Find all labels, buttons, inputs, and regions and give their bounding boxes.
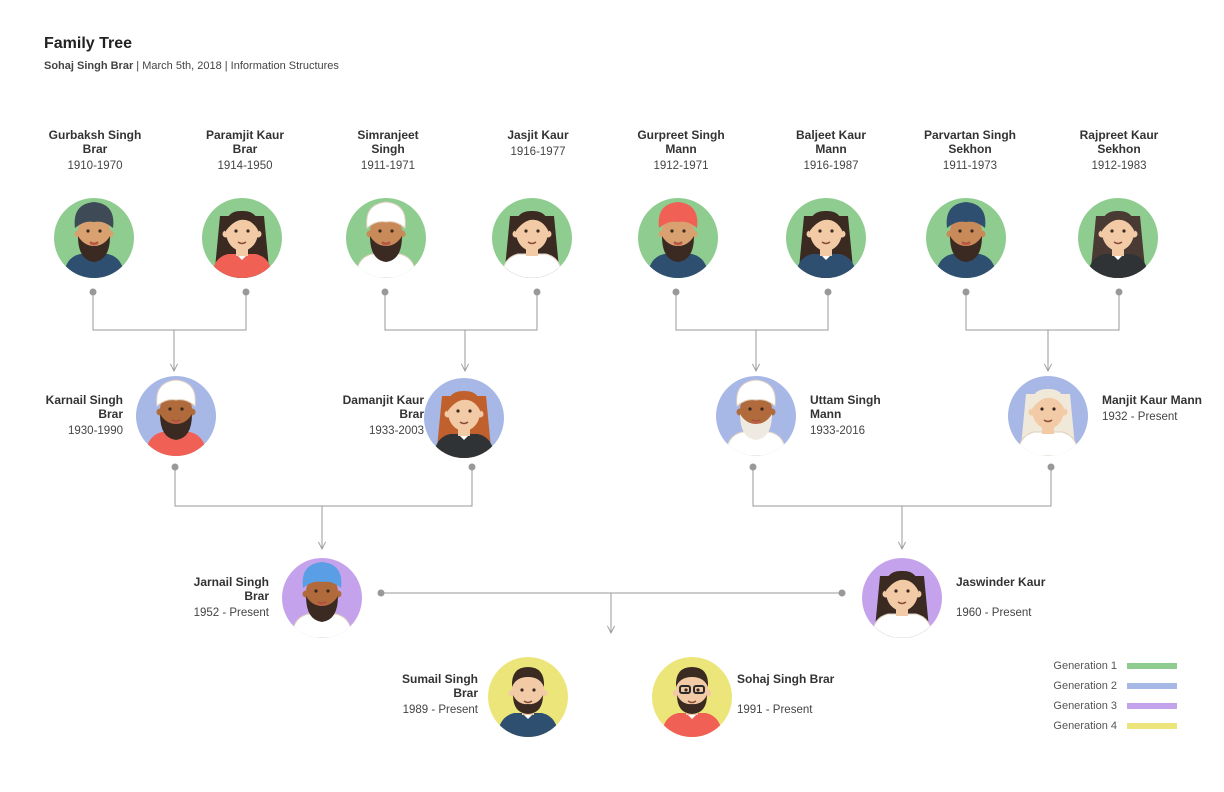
person-years: 1912-1983 [1091,160,1147,172]
person-name: Jarnail Singh Brar [193,575,269,603]
person-years: 1914-1950 [217,160,273,172]
person-name: Baljeet Kaur Mann [795,128,867,156]
label-baljeet: Baljeet Kaur Mann 1916-1987 [786,128,876,173]
legend-item-gen1: Generation 1 [1045,659,1177,673]
avatar-rajpreet [1078,198,1158,278]
avatar-karnail [136,376,216,456]
person-name: Parvartan Singh Sekhon [923,128,1017,156]
label-rajpreet: Rajpreet Kaur Sekhon 1912-1983 [1069,128,1169,173]
person-years: 1991 - Present [737,704,813,716]
avatar-manjit [1008,376,1088,456]
avatar-gurbaksh [54,198,134,278]
legend-label: Generation 1 [1053,660,1117,672]
person-name: Gurbaksh Singh Brar [48,128,142,156]
avatars [54,198,1158,737]
avatar-jasjit [492,198,572,278]
legend-swatch [1127,663,1177,670]
label-damanjit: Damanjit Kaur Brar 1933-2003 [320,393,424,438]
avatar-simranjeet [346,198,426,278]
legend-item-gen4: Generation 4 [1045,719,1177,733]
page-subtitle: Sohaj Singh Brar | March 5th, 2018 | Inf… [44,60,339,72]
label-simranjeet: Simranjeet Singh 1911-1971 [343,128,433,173]
label-parvartan: Parvartan Singh Sekhon 1911-1973 [918,128,1022,173]
connector-dots [89,288,1123,597]
person-name: Uttam Singh Mann [810,393,881,421]
legend-label: Generation 3 [1053,700,1117,712]
label-gurpreet: Gurpreet Singh Mann 1912-1971 [629,128,733,173]
person-years: 1930-1990 [68,425,123,437]
person-name: Karnail Singh Brar [45,393,123,421]
person-years: 1916-1977 [510,146,566,158]
connector-brar-parents [92,292,247,331]
connectors [92,292,1120,633]
person-years: 1932 - Present [1102,411,1178,423]
label-sumail: Sumail Singh Brar 1989 - Present [378,672,478,717]
person-name: Rajpreet Kaur Sekhon [1079,128,1159,156]
avatar-damanjit [424,378,504,458]
avatar-baljeet [786,198,866,278]
person-years: 1911-1973 [942,160,998,172]
label-gurbaksh: Gurbaksh Singh Brar 1910-1970 [40,128,150,173]
connector-singh-parents [384,292,538,331]
legend-item-gen2: Generation 2 [1045,679,1177,693]
avatar-parvartan [926,198,1006,278]
person-name: Paramjit Kaur Brar [205,128,285,156]
person-years: 1910-1970 [67,160,123,172]
person-name: Gurpreet Singh Mann [637,128,725,156]
person-name: Manjit Kaur Mann [1102,393,1203,407]
person-name: Sumail Singh Brar [401,672,478,700]
legend-swatch [1127,723,1177,730]
legend-label: Generation 4 [1053,720,1117,732]
person-name: Jaswinder Kaur [956,575,1046,589]
person-years: 1933-2016 [810,425,865,437]
page-title: Family Tree [44,35,133,52]
person-years: 1952 - Present [193,607,269,619]
author-name: Sohaj Singh Brar [44,60,134,72]
person-years: 1960 - Present [956,607,1032,619]
label-paramjit: Paramjit Kaur Brar 1914-1950 [195,128,295,173]
legend-item-gen3: Generation 3 [1045,699,1177,713]
label-karnail: Karnail Singh Brar 1930-1990 [33,393,123,438]
person-years: 1912-1971 [653,160,709,172]
connector-sekhon-parents [965,292,1120,331]
connector-mann-parents [675,292,829,331]
person-years: 1933-2003 [369,425,424,437]
label-jaswinder: Jaswinder Kaur 1960 - Present [956,575,1076,620]
avatar-sumail [488,657,568,737]
label-jasjit: Jasjit Kaur 1916-1977 [488,128,588,173]
person-name: Simranjeet Singh [357,128,419,156]
connector-gen2-right [752,467,1052,507]
label-jarnail: Jarnail Singh Brar 1952 - Present [170,575,269,620]
person-name: Damanjit Kaur Brar [342,393,424,421]
subtitle-meta: | March 5th, 2018 | Information Structur… [133,60,339,72]
legend-swatch [1127,683,1177,690]
avatar-uttam [716,376,796,456]
label-manjit: Manjit Kaur Mann 1932 - Present [1102,393,1202,424]
avatar-paramjit [202,198,282,278]
avatar-gurpreet [638,198,718,278]
person-name: Sohaj Singh Brar [737,672,835,686]
avatar-jarnail [282,558,362,638]
label-sohaj: Sohaj Singh Brar 1991 - Present [737,672,857,717]
person-name: Jasjit Kaur [507,128,569,142]
legend-label: Generation 2 [1053,680,1117,692]
legend-swatch [1127,703,1177,710]
connector-gen2-left [174,467,473,507]
person-years: 1911-1971 [360,160,416,172]
label-uttam: Uttam Singh Mann 1933-2016 [810,393,900,438]
person-years: 1989 - Present [402,704,478,716]
person-years: 1916-1987 [803,160,859,172]
avatar-jaswinder [862,558,942,638]
avatar-sohaj [652,657,732,737]
